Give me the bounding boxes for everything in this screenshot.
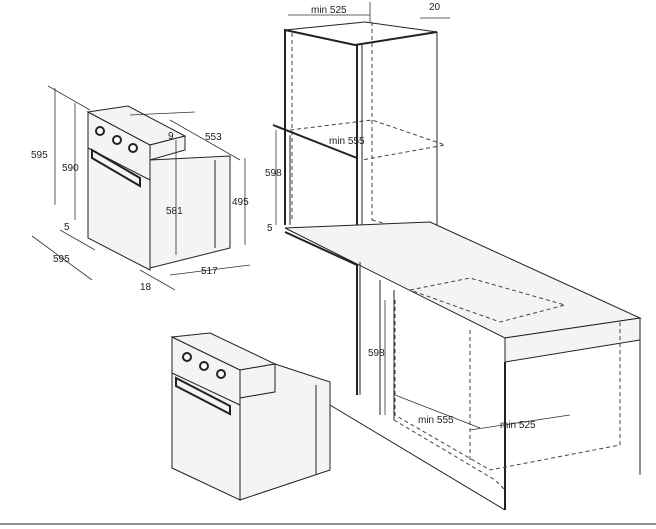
oven-knob xyxy=(95,126,105,136)
oven-knob xyxy=(128,143,138,153)
oven-handle xyxy=(175,376,231,416)
dim-bottom-5: 5 xyxy=(64,222,70,233)
dim-oven-height-590: 590 xyxy=(62,163,79,174)
dim-base-min-525: min 525 xyxy=(500,420,536,431)
dim-side-495: 495 xyxy=(232,197,249,208)
dim-base-598: 598 xyxy=(368,348,385,359)
oven-knob xyxy=(112,135,122,145)
dim-shelf-5: 5 xyxy=(267,223,273,234)
base-cabinet-drawing xyxy=(284,221,642,511)
worktop xyxy=(284,221,642,339)
dim-oven-height-595: 595 xyxy=(31,150,48,161)
dim-rear-gap-20: 20 xyxy=(429,2,441,13)
dim-base-min-555: min 555 xyxy=(418,415,454,426)
oven-handle xyxy=(91,148,141,188)
dim-cab-min-525: min 525 xyxy=(311,5,347,16)
oven-dimension-drawing xyxy=(31,85,251,291)
dim-width-595: 595 xyxy=(53,254,70,265)
tall-cabinet-drawing xyxy=(272,2,450,395)
dim-depth-517: 517 xyxy=(201,266,218,277)
dim-inner-581: 581 xyxy=(166,206,183,217)
dim-cab-min-555: min 555 xyxy=(329,136,365,147)
dim-depth-553: 553 xyxy=(205,132,222,143)
oven-body-side xyxy=(149,155,231,269)
dim-cab-598: 598 xyxy=(265,168,282,179)
oven-being-installed xyxy=(170,332,331,501)
dim-top-offset-9: 9 xyxy=(168,131,174,142)
dim-front-18: 18 xyxy=(140,282,152,293)
